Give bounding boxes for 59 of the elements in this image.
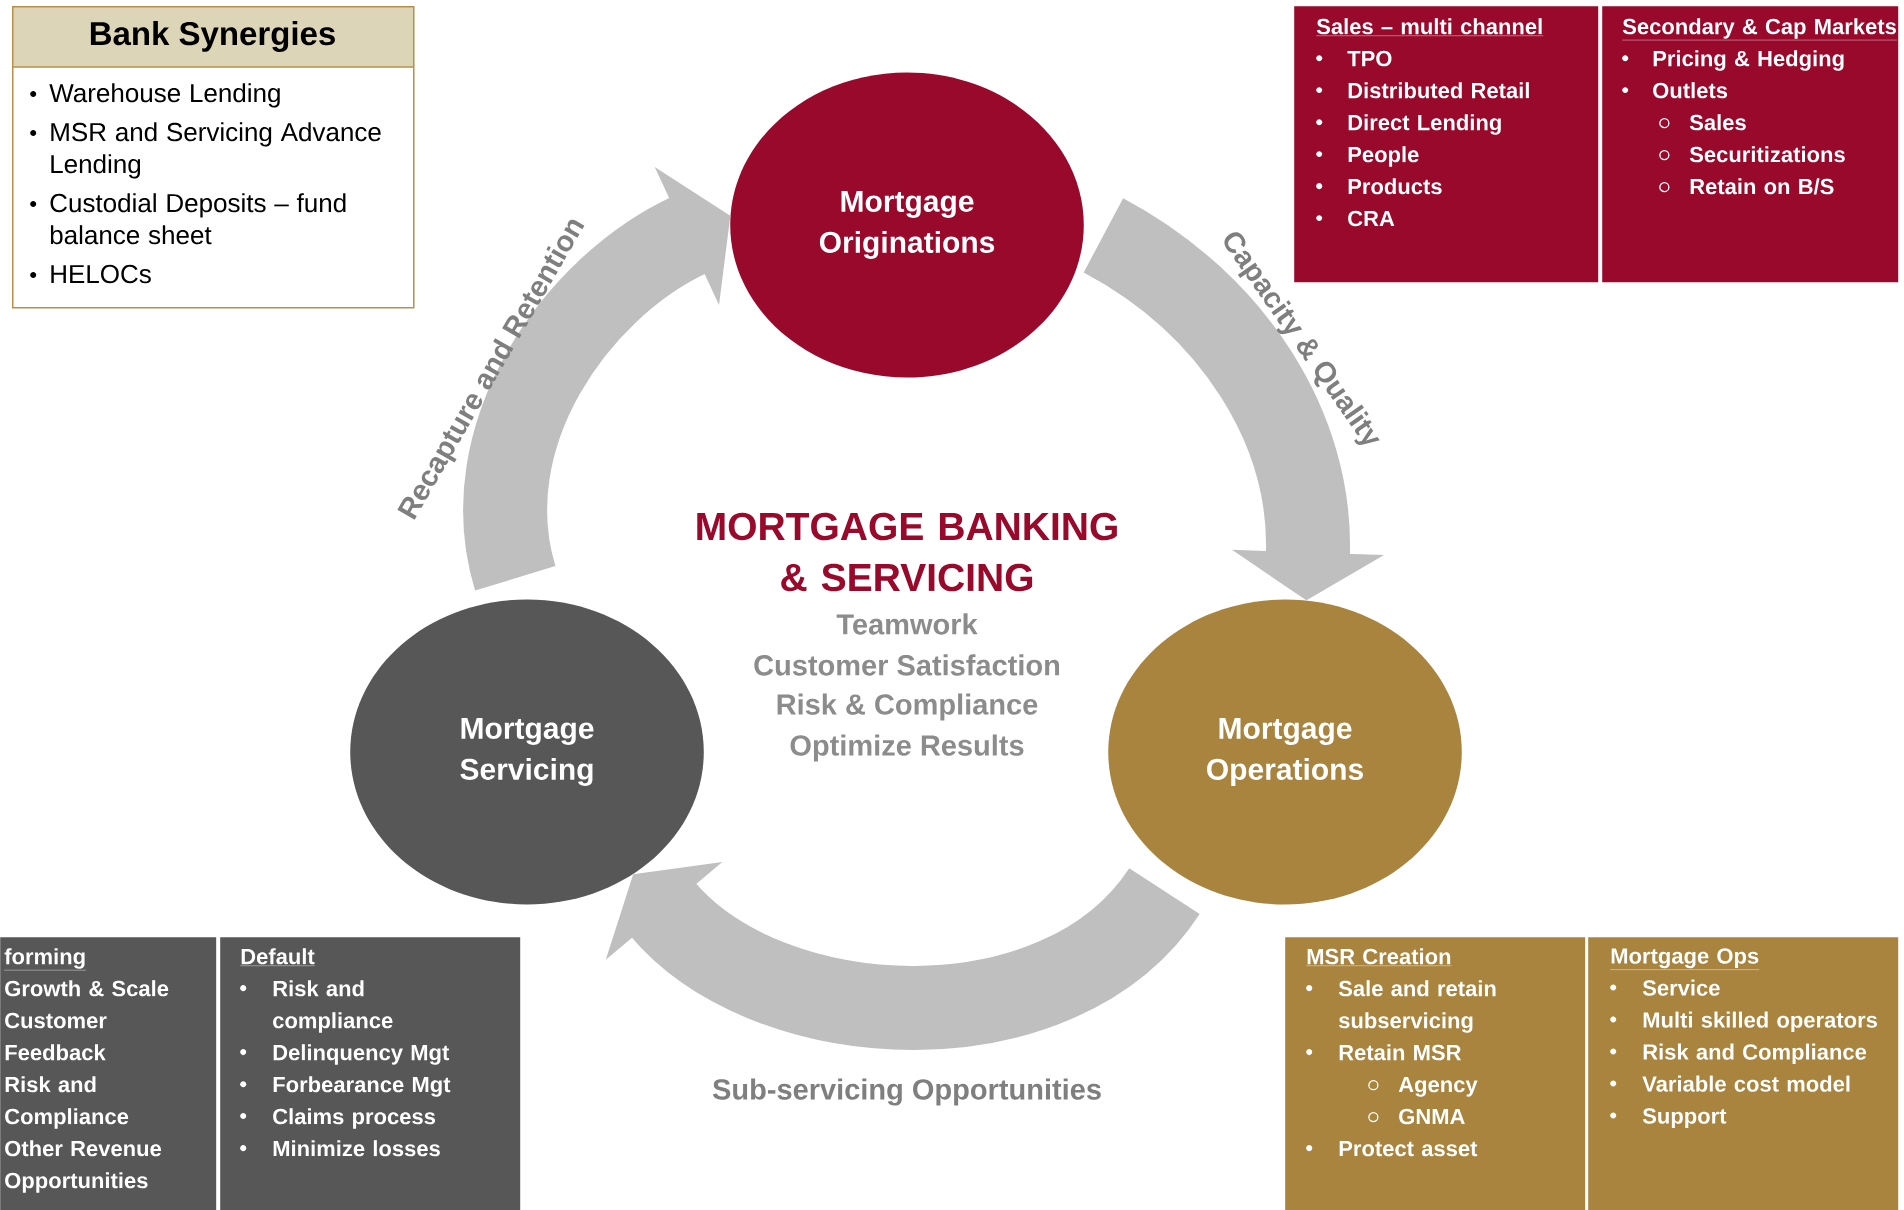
panel-heading: MSR Creation xyxy=(1306,948,1452,966)
info-panel xyxy=(1285,937,1586,1210)
list-item: Products xyxy=(1348,178,1442,195)
list-item: Protect asset xyxy=(1339,1141,1478,1157)
list-item: Pricing & Hedging xyxy=(1653,50,1844,71)
value-label: Risk & Compliance xyxy=(777,693,1038,721)
list-item: Customer Feedback xyxy=(5,1012,107,1061)
list-item: HELOCs xyxy=(51,264,151,284)
circle-label: Mortgage Servicing xyxy=(460,718,594,786)
info-panel xyxy=(1602,6,1899,283)
list-item: Outlets xyxy=(1653,82,1728,99)
list-item: Service xyxy=(1642,979,1720,996)
list-item: Risk and Compliance xyxy=(5,1076,129,1129)
list-item: Growth & Scale xyxy=(5,980,169,997)
info-panel xyxy=(0,937,217,1210)
center-label: MORTGAGE BANKING & SERVICING xyxy=(697,512,1117,592)
panel-heading: forming xyxy=(4,948,87,971)
list-item: Securitizations xyxy=(1689,146,1845,163)
list-item: Sales xyxy=(1689,114,1746,131)
info-panel xyxy=(220,937,521,1210)
edge-label: Sub-servicing Opportunities xyxy=(712,1078,1101,1106)
list-item: Risk and Compliance xyxy=(1643,1043,1867,1065)
list-item: Custodial Deposits – fund balance sheet xyxy=(50,193,346,245)
value-label: Teamwork xyxy=(836,613,978,635)
info-panel xyxy=(1588,937,1899,1210)
circle-label: Mortgage Originations xyxy=(819,191,995,259)
panel-heading: Secondary & Cap Markets xyxy=(1622,18,1898,41)
circle-node xyxy=(730,72,1084,378)
box-heading: Bank Synergies xyxy=(90,21,335,52)
list-item: MSR and Servicing Advance Lending xyxy=(51,122,381,179)
synergies-box xyxy=(11,6,415,309)
list-item: Delinquency Mgt xyxy=(273,1044,450,1065)
list-item: GNMA xyxy=(1399,1108,1465,1125)
panel-heading: Mortgage Ops xyxy=(1610,948,1760,970)
value-label: Customer Satisfaction xyxy=(754,654,1060,676)
list-item: Retain on B/S xyxy=(1690,178,1834,195)
circle-node xyxy=(350,599,704,905)
list-item: Other Revenue Opportunities xyxy=(5,1140,161,1193)
list-item: Forbearance Mgt xyxy=(273,1076,451,1097)
list-item: Variable cost model xyxy=(1642,1075,1850,1092)
panel-heading: Default xyxy=(240,948,315,966)
list-item: Minimize losses xyxy=(273,1140,440,1157)
list-item: People xyxy=(1348,146,1419,167)
list-item: Retain MSR xyxy=(1339,1044,1462,1061)
list-item: Multi skilled operators xyxy=(1643,1011,1877,1033)
list-item: Direct Lending xyxy=(1348,114,1501,135)
circle-node xyxy=(1108,599,1462,905)
list-item: CRA xyxy=(1348,210,1395,227)
list-item: Claims process xyxy=(273,1108,435,1129)
list-item: Distributed Retail xyxy=(1348,82,1529,99)
value-label: Optimize Results xyxy=(790,734,1024,762)
list-item: Sale and retain subservicing xyxy=(1338,980,1496,1033)
panel-heading: Sales – multi channel xyxy=(1316,18,1544,36)
list-item: Risk and compliance xyxy=(273,980,393,1033)
list-item: TPO xyxy=(1347,50,1392,67)
list-item: Warehouse Lending xyxy=(49,83,280,108)
list-item: Agency xyxy=(1398,1077,1478,1097)
list-item: Support xyxy=(1642,1108,1727,1129)
circle-label: Mortgage Operations xyxy=(1207,718,1363,786)
